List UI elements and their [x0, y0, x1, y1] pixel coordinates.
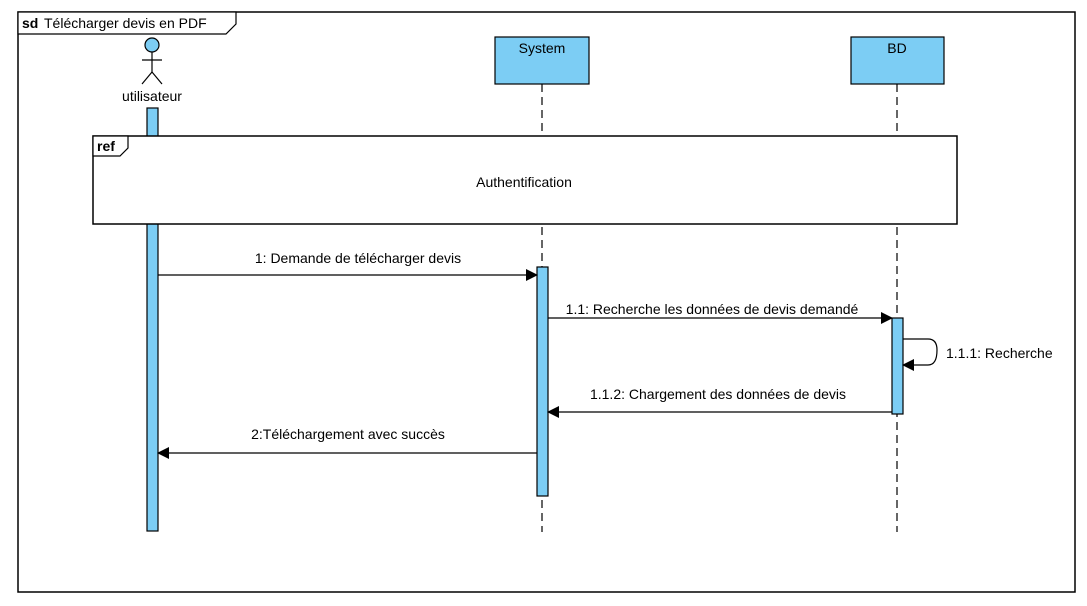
message-1-1-1: 1.1.1: Recherche	[902, 338, 1053, 371]
actor-utilisateur: utilisateur	[122, 37, 182, 104]
actor-label: utilisateur	[122, 88, 182, 104]
frame-title: Télécharger devis en PDF	[44, 15, 207, 31]
message-1-1: 1.1: Recherche les données de devis dema…	[548, 301, 893, 324]
ref-tag: ref	[97, 138, 115, 154]
ref-tag-box	[92, 135, 129, 157]
ref-fragment: ref Authentification	[92, 135, 958, 225]
lifeline-label-system: System	[519, 40, 566, 56]
message-1: 1: Demande de télécharger devis	[158, 250, 538, 281]
activation-bar-utilisateur	[146, 107, 159, 532]
message-2: 2:Téléchargement avec succès	[157, 426, 537, 459]
actor-leg-left	[141, 71, 153, 85]
message-label: 1.1: Recherche les données de devis dema…	[566, 301, 859, 317]
message-label: 1: Demande de télécharger devis	[255, 250, 461, 266]
lifeline-label-bd: BD	[887, 40, 906, 56]
activation-bar-system	[536, 266, 549, 497]
lifeline-head-system	[494, 36, 590, 85]
activation-bar-bd	[891, 317, 904, 415]
lifeline-bd: BD	[850, 36, 945, 532]
message-self-arrow	[902, 338, 938, 371]
message-label: 2:Téléchargement avec succès	[251, 426, 445, 442]
frame-kind: sd	[22, 15, 38, 31]
actor-leg-right	[151, 71, 163, 85]
frame-title-tab	[17, 11, 237, 35]
ref-label: Authentification	[476, 174, 572, 190]
ref-box	[92, 135, 958, 225]
message-label: 1.1.2: Chargement des données de devis	[590, 386, 846, 402]
actor-head-icon	[144, 37, 160, 53]
message-label: 1.1.1: Recherche	[946, 345, 1053, 361]
message-1-1-2: 1.1.2: Chargement des données de devis	[547, 386, 892, 418]
